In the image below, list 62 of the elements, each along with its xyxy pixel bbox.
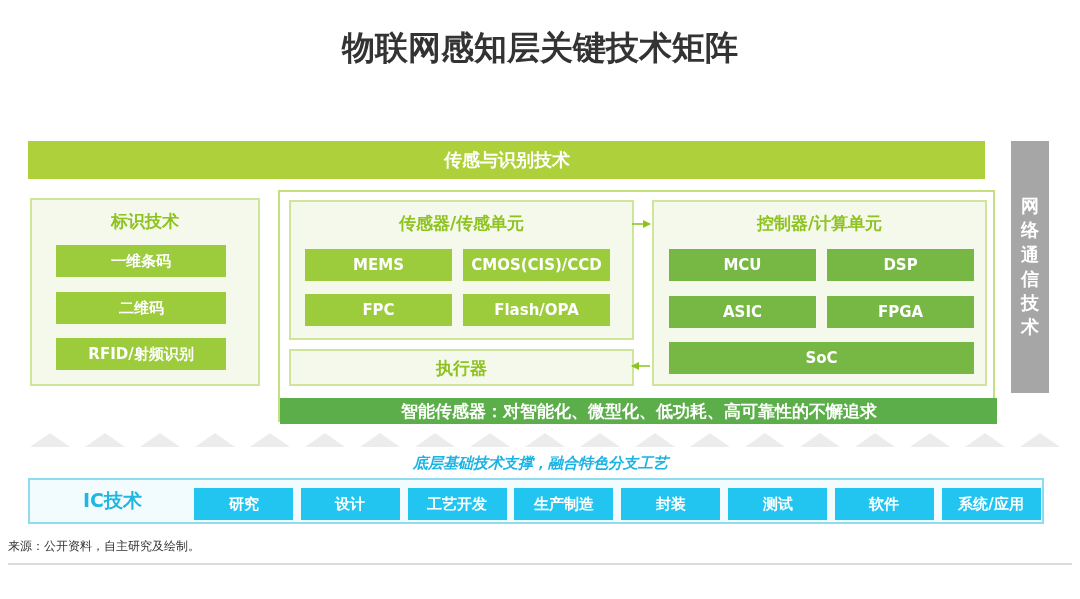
box-label: MCU bbox=[722, 256, 763, 274]
box-label: FPGA bbox=[876, 303, 925, 321]
box-label: 软件 bbox=[867, 494, 901, 514]
panel-heading: 控制器/计算单元 bbox=[755, 212, 884, 235]
box-label: Flash/OPA bbox=[493, 301, 580, 319]
technology-box bbox=[827, 296, 974, 328]
band-title: 网络通信技术 bbox=[1021, 194, 1039, 340]
process-box bbox=[194, 488, 293, 520]
technology-box bbox=[305, 294, 452, 326]
group-panel bbox=[289, 349, 634, 386]
category-band bbox=[28, 141, 985, 179]
box-label: 研究 bbox=[227, 494, 260, 514]
box-label: ASIC bbox=[722, 303, 763, 321]
technology-box bbox=[305, 249, 452, 281]
box-label: 一维条码 bbox=[110, 251, 172, 271]
panel-heading: 传感器/传感单元 bbox=[397, 212, 526, 235]
panel-heading: 执行器 bbox=[434, 356, 488, 379]
group-panel bbox=[30, 198, 260, 386]
group-panel bbox=[28, 478, 1044, 524]
technology-box bbox=[56, 245, 226, 277]
box-label: 系统/应用 bbox=[957, 494, 1025, 514]
technology-box bbox=[56, 292, 226, 324]
box-label: FPC bbox=[361, 301, 396, 319]
arrow bbox=[631, 220, 651, 228]
process-box bbox=[621, 488, 721, 520]
panel-heading: 标识技术 bbox=[109, 210, 180, 233]
box-label: 智能传感器：对智能化、微型化、低功耗、高可靠性的不懈追求 bbox=[399, 399, 878, 423]
box-label: 传感与识别技术 bbox=[442, 148, 571, 172]
title: 物联网感知层关键技术矩阵 bbox=[340, 27, 739, 69]
process-box bbox=[407, 488, 507, 520]
box-label: 生产制造 bbox=[532, 494, 595, 514]
technology-box bbox=[56, 338, 226, 370]
box-label: RFID/射频识别 bbox=[87, 344, 195, 364]
technology-box bbox=[463, 294, 610, 326]
source-note: 来源：公开资料，自主研究及绘制。 bbox=[8, 538, 200, 555]
summary-bar bbox=[280, 398, 997, 424]
box-label: SoC bbox=[804, 349, 839, 367]
arrow bbox=[631, 362, 651, 370]
technology-box bbox=[669, 249, 816, 281]
box-label: DSP bbox=[882, 256, 919, 274]
process-box bbox=[514, 488, 614, 520]
group-panel bbox=[289, 200, 634, 340]
technology-box bbox=[669, 296, 816, 328]
group-panel bbox=[652, 200, 987, 386]
box-label: 设计 bbox=[333, 494, 367, 514]
technology-box bbox=[669, 342, 974, 374]
box-label: 封装 bbox=[654, 494, 687, 514]
technology-box bbox=[463, 249, 610, 281]
process-box bbox=[728, 488, 827, 520]
box-label: 测试 bbox=[761, 494, 794, 514]
technology-box bbox=[827, 249, 974, 281]
box-label: 二维码 bbox=[117, 298, 165, 318]
subtitle-note: 底层基础技术支撑，融合特色分支工艺 bbox=[0, 454, 1080, 473]
process-box bbox=[834, 488, 934, 520]
panel-heading: IC技术 bbox=[82, 488, 143, 513]
box-label: CMOS(CIS)/CCD bbox=[470, 256, 603, 274]
process-box bbox=[941, 488, 1041, 520]
vertical-band bbox=[1011, 141, 1049, 393]
box-label: MEMS bbox=[352, 256, 405, 274]
outer-frame bbox=[278, 190, 995, 422]
process-box bbox=[300, 488, 400, 520]
box-label: 工艺开发 bbox=[426, 494, 489, 514]
